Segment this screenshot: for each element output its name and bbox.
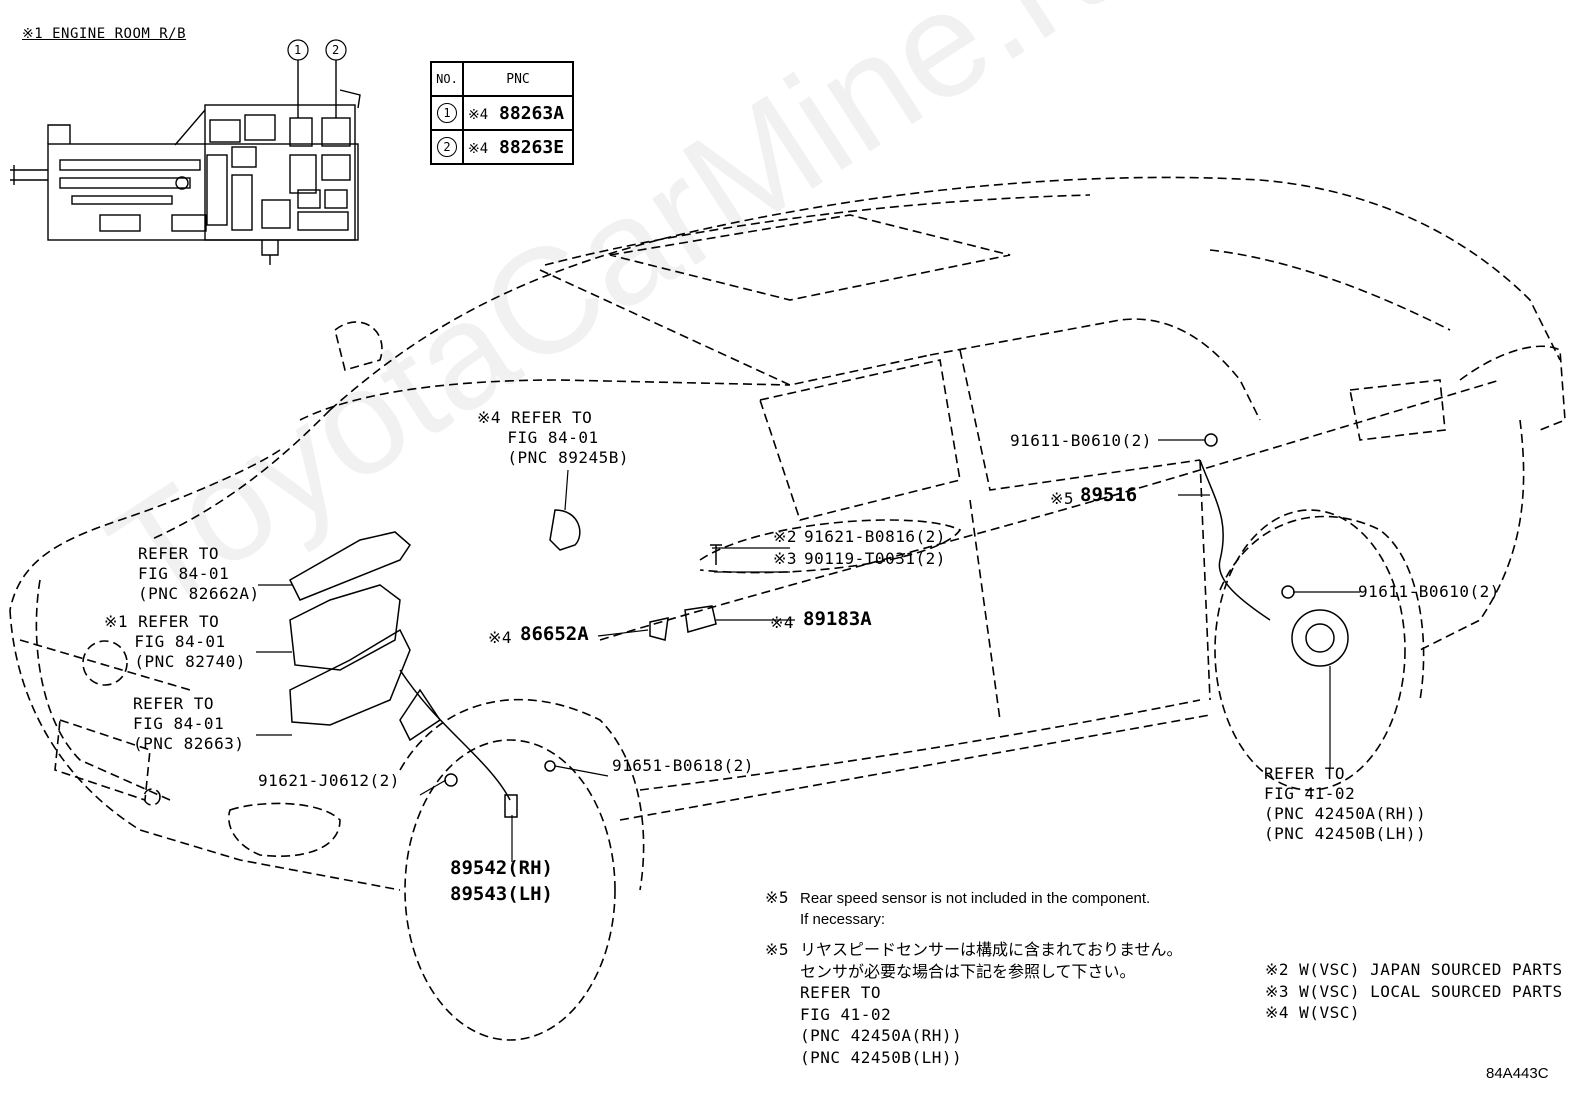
header-pnc: PNC: [462, 61, 574, 97]
callout-refer-82740: ※1 REFER TO FIG 84-01 (PNC 82740): [104, 612, 246, 671]
mark-2: ※2: [773, 527, 798, 546]
inset-callout-1: 1: [294, 43, 302, 57]
vsc-legend: ※2 W(VSC) JAPAN SOURCED PARTS ※3 W(VSC) …: [1265, 960, 1563, 1022]
row-number: 2: [437, 137, 457, 157]
pnc-table-row: 2 ※4 88263E: [430, 129, 574, 165]
inset-callout-2-circle: [325, 39, 347, 61]
row-pnc: 88263E: [499, 136, 565, 158]
row-pnc: 88263A: [499, 102, 565, 124]
callout-91611-b0610-top: 91611-B0610(2): [1010, 431, 1152, 450]
leader-lines: [256, 439, 1360, 862]
note5-en: Rear speed sensor is not included in the…: [800, 890, 1151, 928]
pnc-table-header: NO. PNC: [430, 61, 574, 97]
pnc-table-row: 1 ※4 88263A: [430, 95, 574, 131]
mark-3: ※3: [773, 549, 798, 568]
mark-4a: ※4: [488, 628, 513, 647]
callout-refer-89245b: ※4 REFER TO FIG 84-01 (PNC 89245B): [477, 408, 629, 467]
header-no: NO.: [430, 61, 464, 97]
callout-89183a: 89183A: [803, 608, 872, 630]
mark-5: ※5: [1050, 489, 1075, 508]
engine-room-relay-block: [10, 60, 361, 265]
callout-refer-42450: REFER TO FIG 41-02 (PNC 42450A(RH)) (PNC…: [1264, 764, 1427, 843]
callout-91621-b0816: 91621-B0816(2): [804, 527, 946, 546]
callout-91611-b0610-right: 91611-B0610(2): [1358, 582, 1500, 601]
callout-91621-j0612: 91621-J0612(2): [258, 771, 400, 790]
callout-refer-82663: REFER TO FIG 84-01 (PNC 82663): [133, 694, 245, 753]
inset-callout-1-circle: [287, 39, 309, 61]
callout-89542-rh: 89542(RH): [450, 857, 553, 879]
callout-91651-b0618: 91651-B0618(2): [612, 756, 754, 775]
row-no-cell: 1: [430, 95, 464, 131]
note5-jp: リヤスピードセンサーは構成に含まれておりません。 センサが必要な場合は下記を参照…: [800, 942, 1183, 981]
row-number: 1: [437, 103, 457, 123]
row-mark: ※4: [468, 106, 489, 123]
engine-room-title: ※1 ENGINE ROOM R/B: [22, 26, 187, 42]
row-pnc-cell: ※4 88263E: [462, 129, 574, 165]
note5-jp-mark: ※5: [765, 940, 790, 959]
row-no-cell: 2: [430, 129, 464, 165]
callout-89543-lh: 89543(LH): [450, 883, 553, 905]
figure-code: 84A443C: [1486, 1065, 1549, 1082]
callout-86652a: 86652A: [520, 623, 589, 645]
inset-callout-2: 2: [332, 43, 340, 57]
callout-refer-82662a: REFER TO FIG 84-01 (PNC 82662A): [138, 544, 260, 603]
pnc-table: NO. PNC 1 ※4 88263A 2 ※4 88263E: [430, 61, 574, 165]
note5-en-mark: ※5: [765, 888, 790, 907]
parts-group: [289, 433, 1349, 818]
note5-refer: REFER TO FIG 41-02 (PNC 42450A(RH)) (PNC…: [800, 983, 963, 1067]
car-body-outline: [9, 176, 1566, 1041]
row-pnc-cell: ※4 88263A: [462, 95, 574, 131]
row-mark: ※4: [468, 140, 489, 157]
callout-89516: 89516: [1080, 484, 1138, 506]
callout-90119-t0031: 90119-T0031(2): [804, 549, 946, 568]
mark-4b: ※4: [770, 613, 795, 632]
